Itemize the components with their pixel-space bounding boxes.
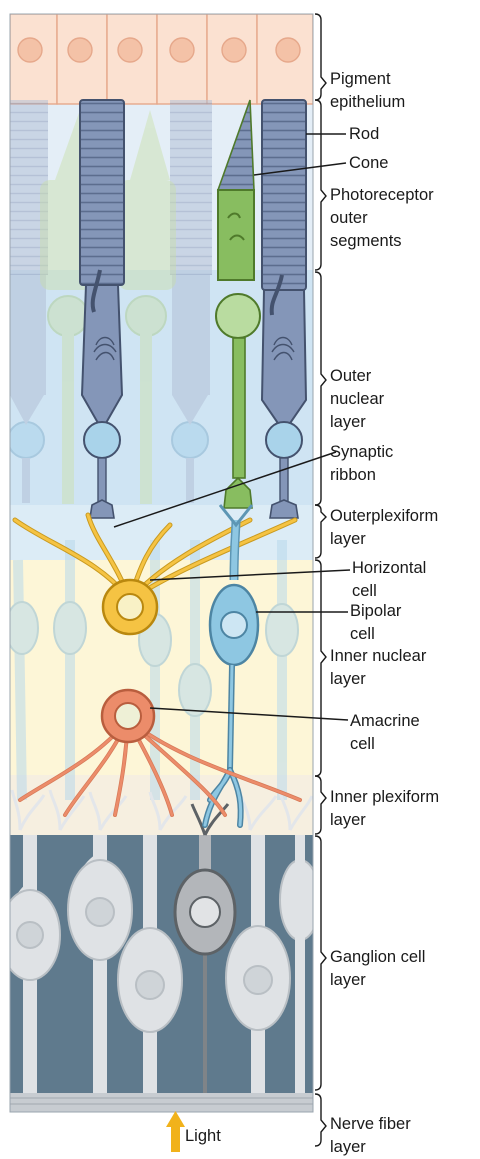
label-light: Light (185, 1125, 221, 1148)
label-nerve-fiber-layer: Nerve fiber layer (330, 1113, 411, 1159)
label-cone: Cone (349, 152, 388, 175)
bracket-inner-nuclear (315, 560, 326, 776)
bracket-ganglion (315, 836, 326, 1090)
label-bipolar-cell: Bipolar cell (350, 600, 401, 646)
label-pigment-epithelium: Pigment epithelium (330, 68, 405, 114)
label-synaptic-ribbon: Synaptic ribbon (330, 441, 393, 487)
bracket-outer-segments (315, 100, 326, 270)
label-inner-nuclear-layer: Inner nuclear layer (330, 645, 426, 691)
label-outer-nuclear-layer: Outer nuclear layer (330, 365, 384, 434)
label-outer-plexiform-layer: Outerplexiform layer (330, 505, 438, 551)
bracket-outer-nuclear (315, 272, 326, 505)
label-photoreceptor-outer-segments: Photoreceptor outer segments (330, 184, 434, 253)
pigment-epithelium-cells (10, 14, 313, 104)
nerve-fiber-band (10, 1093, 313, 1113)
layer-brackets (315, 14, 326, 1146)
bracket-nerve-fiber (315, 1094, 326, 1146)
bracket-inner-plexiform (315, 776, 326, 834)
label-rod: Rod (349, 123, 379, 146)
label-amacrine-cell: Amacrine cell (350, 710, 420, 756)
bracket-outer-plexiform (315, 505, 326, 558)
label-horizontal-cell: Horizontal cell (352, 557, 426, 603)
label-ganglion-cell-layer: Ganglion cell layer (330, 946, 425, 992)
label-inner-plexiform-layer: Inner plexiform layer (330, 786, 439, 832)
bracket-pigment-epithelium (315, 14, 326, 100)
light-arrow-icon (166, 1111, 185, 1152)
